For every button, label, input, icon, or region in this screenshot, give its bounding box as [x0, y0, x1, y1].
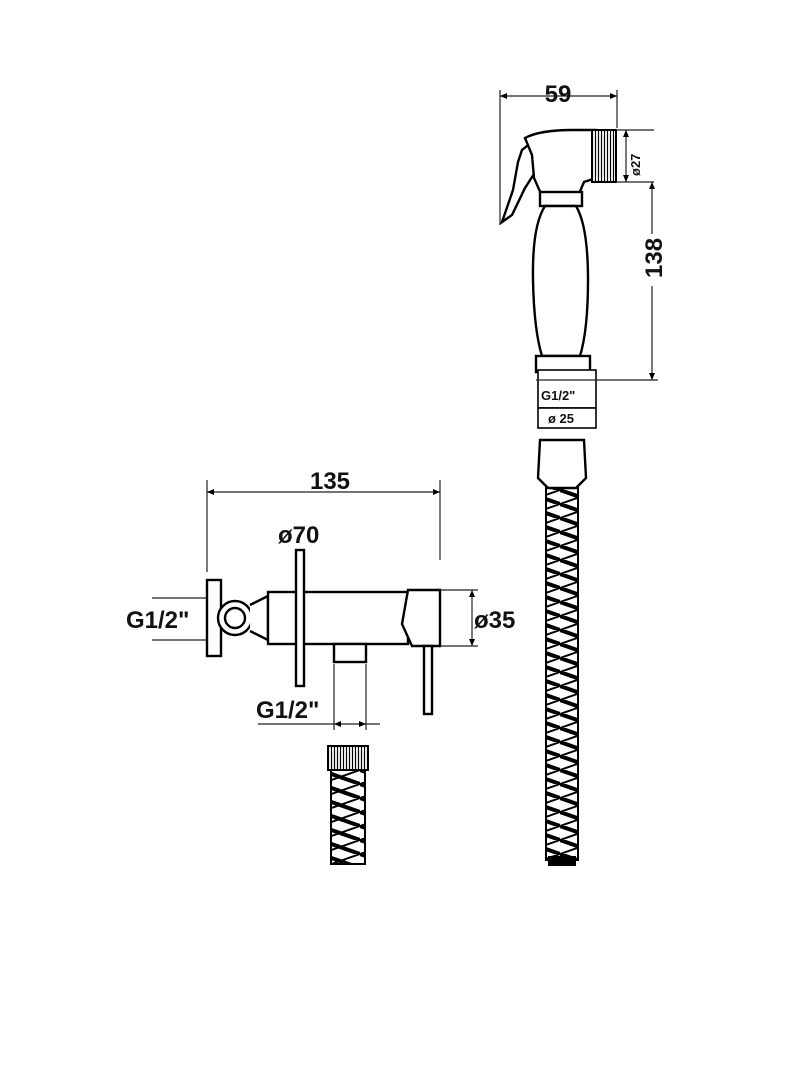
- dimension-label-27: ø27: [628, 154, 643, 176]
- outlet-thread-label: G1/2": [256, 697, 319, 724]
- hose-top-nut: [536, 438, 588, 490]
- hose-braid: [545, 487, 579, 861]
- valve-lever: [422, 644, 434, 716]
- dimension-label-135: 135: [310, 468, 350, 495]
- sprayer-base-dia-box: [537, 407, 597, 429]
- escutcheon-plate: [294, 548, 306, 688]
- dimension-label-59: 59: [545, 81, 572, 108]
- hose-bottom-end: [548, 856, 576, 866]
- sprayer-thread-label: G1/2": [541, 388, 575, 403]
- dimension-138: 138: [598, 182, 668, 381]
- dimension-27: ø27: [616, 129, 654, 183]
- valve-outlet: [332, 642, 368, 664]
- sprayer-head: [523, 128, 598, 198]
- dimension-59: 59: [499, 81, 618, 225]
- mixer-valve: 135 ø70 G1/2" ø35: [126, 468, 515, 730]
- shower-hose-short: [327, 745, 369, 865]
- short-hose-braid: [330, 769, 366, 865]
- inlet-thread-label: G1/2": [126, 607, 189, 634]
- sprayer-neck: [538, 190, 584, 208]
- shower-hose-long: [536, 438, 588, 866]
- dimension-label-138: 138: [641, 238, 668, 278]
- sprayer-nozzle: [591, 129, 617, 183]
- valve-body: [266, 590, 410, 646]
- dimension-135: 135: [206, 468, 441, 572]
- inlet-connector: [249, 594, 270, 642]
- sprayer-handle: [531, 204, 590, 358]
- dimension-label-35: ø35: [474, 607, 515, 634]
- dimension-label-70: ø70: [278, 522, 319, 549]
- hand-sprayer: 59 G1/2" ø 25 ø27: [499, 81, 668, 429]
- sprayer-base-diameter-label: ø 25: [548, 411, 574, 426]
- dimension-35: ø35: [440, 589, 515, 647]
- dimension-outlet-thread: G1/2": [256, 664, 380, 730]
- short-hose-nut: [327, 745, 369, 771]
- valve-lever-cap: [400, 588, 442, 648]
- sprayer-thread-block: [537, 369, 597, 409]
